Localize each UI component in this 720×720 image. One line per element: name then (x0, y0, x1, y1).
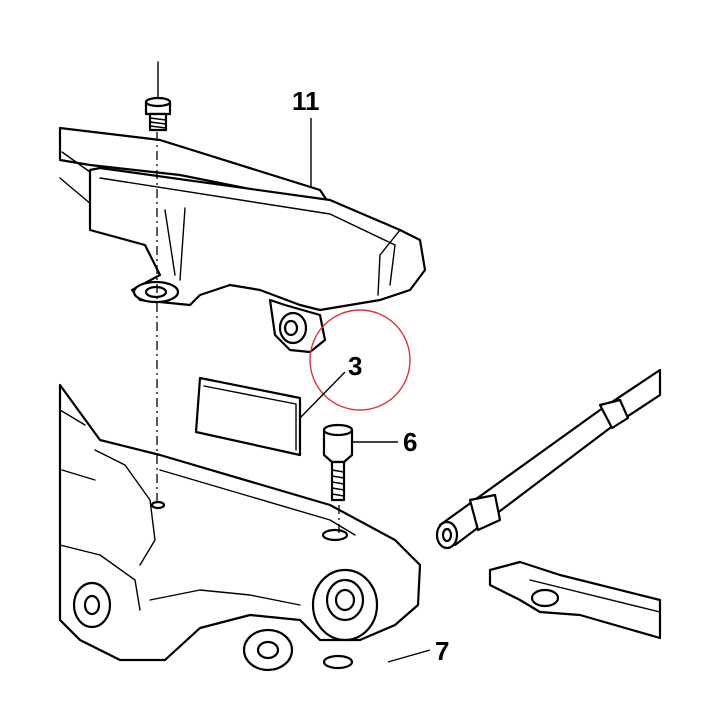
leader-3 (299, 371, 346, 419)
callout-6: 6 (403, 427, 417, 457)
hex-head-bolt-icon (144, 61, 172, 132)
leader-7 (387, 649, 431, 663)
stud-bolt-icon (322, 423, 354, 502)
bracket-part-11 (88, 166, 427, 354)
rubber-pad-icon (194, 376, 302, 457)
bracket-body (88, 166, 427, 312)
drive-shaft (435, 368, 662, 550)
lower-right-bracket (488, 560, 662, 640)
nut-7 (322, 654, 354, 670)
subframe-body (58, 126, 422, 672)
highlight-circle (309, 309, 411, 411)
callout-3: 3 (348, 351, 362, 381)
callout-11: 11 (292, 86, 320, 116)
callout-7: 7 (435, 636, 449, 666)
